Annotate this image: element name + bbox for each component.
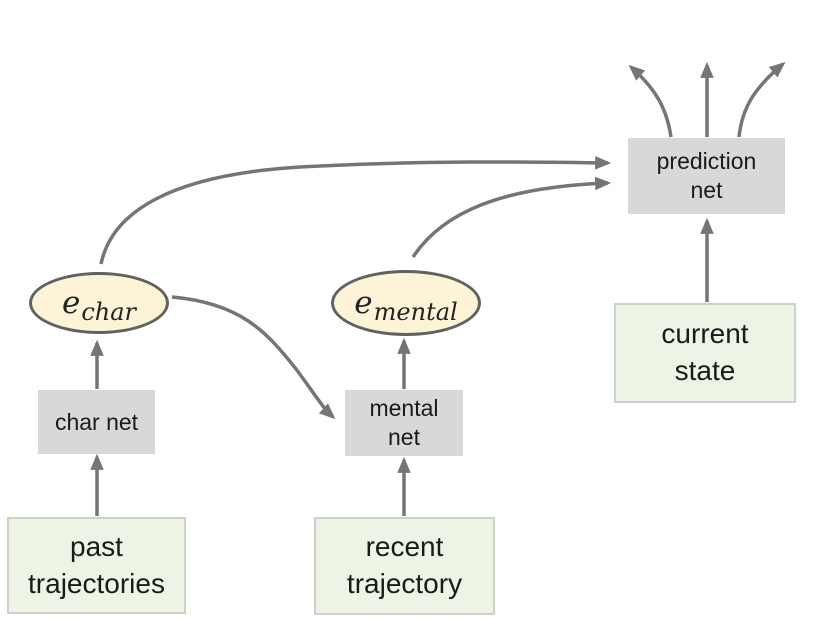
arrow-e-mental-to-prediction-net — [411, 176, 612, 258]
recent-trajectory-label-line1: recent — [365, 531, 444, 563]
past-trajectories-label-line2: trajectories — [28, 567, 165, 599]
recent-trajectory-label-line2: trajectory — [346, 568, 463, 599]
e-char-symbol: e — [61, 285, 81, 321]
e-char-subscript: char — [81, 298, 137, 326]
current-state-label-line2: state — [674, 355, 736, 386]
current-state-label-line1: current — [661, 318, 749, 350]
arrow-e-char-to-prediction-net — [99, 156, 612, 265]
past-trajectories-box: past trajectories — [7, 517, 186, 614]
char-net-label: char net — [54, 408, 139, 435]
e-mental-subscript: mental — [373, 298, 458, 326]
prediction-net-label-line1: prediction — [656, 148, 757, 175]
past-trajectories-label-line1: past — [70, 530, 123, 562]
arrow-e-char-to-mental-net — [171, 295, 336, 420]
e-mental-symbol: e — [354, 285, 373, 321]
current-state-box: current state — [614, 303, 796, 403]
mental-net-box: mental net — [345, 390, 463, 456]
arrow-prediction-net-output-right — [737, 61, 786, 138]
arrow-prediction-net-output-left — [628, 64, 673, 138]
char-net-box: char net — [38, 390, 155, 454]
recent-trajectory-box: recent trajectory — [314, 517, 495, 615]
prediction-net-label-line2: net — [690, 177, 723, 203]
mental-net-label-line1: mental — [369, 395, 439, 422]
mental-net-label-line2: net — [388, 424, 420, 450]
prediction-net-box: prediction net — [628, 138, 785, 214]
